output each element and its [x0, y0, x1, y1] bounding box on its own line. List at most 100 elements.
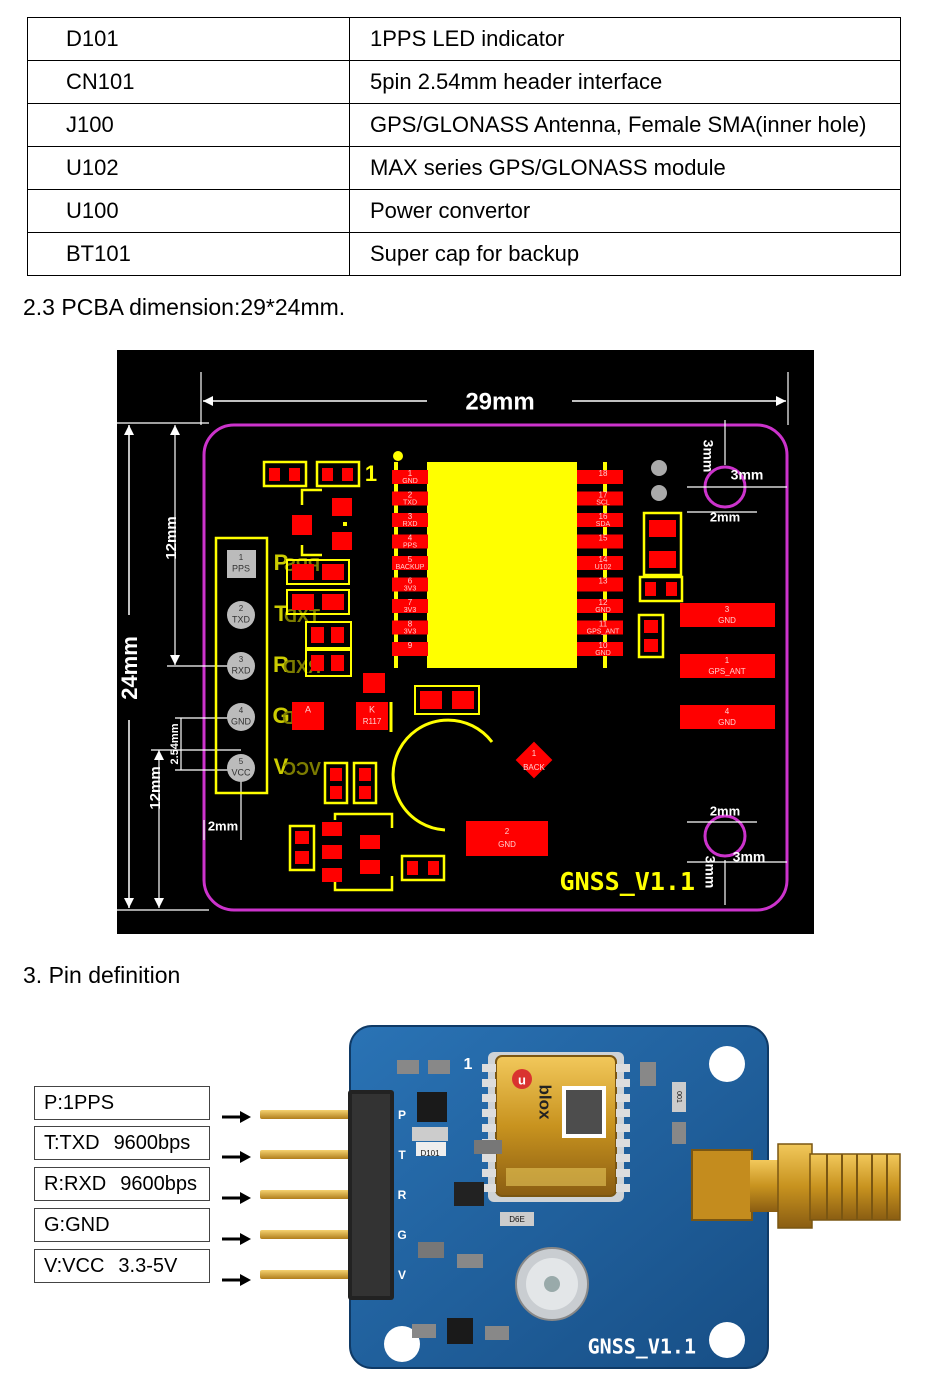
component-desc: 1PPS LED indicator [349, 17, 901, 61]
module-pad-number: 17 [599, 491, 608, 500]
lower-half-label: 12mm [147, 766, 164, 809]
photo-pin-letter: V [398, 1268, 406, 1282]
module-castellation [616, 1184, 630, 1192]
module-pad-number: 15 [599, 534, 608, 543]
module-pad-name: SCL [596, 499, 610, 506]
arrow-right-icon [222, 1274, 251, 1286]
battery-pad-number: 1 [532, 749, 537, 758]
header-pin-name: PPS [232, 563, 250, 573]
pin-label-name: V:VCC [44, 1255, 105, 1277]
battery-pad [466, 821, 548, 856]
ublox-logo: u [518, 1072, 526, 1087]
battery-pad-number: 2 [505, 827, 510, 836]
module-pad-name: 3V3 [404, 628, 417, 635]
sma-pad-number: 4 [725, 707, 730, 716]
module-castellation [482, 1124, 496, 1132]
module-castellation [616, 1169, 630, 1177]
module-pad-name: TXD [403, 499, 417, 506]
bottom-hole-offset-x: 3mm [733, 849, 766, 865]
pin-label-box: P:1PPS [34, 1086, 210, 1120]
component-ref: U100 [27, 189, 350, 233]
module-castellation [482, 1184, 496, 1192]
module-pad [577, 620, 623, 635]
header-pad-round [227, 754, 255, 782]
pin-label-name: T:TXD [44, 1132, 100, 1154]
arrow-right-icon [222, 1111, 251, 1123]
module-pad-number: 10 [599, 641, 608, 650]
module-castellation [482, 1079, 496, 1087]
pin-definition-heading: 3. Pin definition [23, 962, 181, 988]
header-outline [214, 536, 269, 795]
photo-pin-letter: R [398, 1188, 407, 1202]
sma-pad-name: GPS_ANT [708, 667, 745, 676]
top-hole-offset-y: 3mm [700, 440, 716, 473]
pin-label-rate: 9600bps [113, 1132, 191, 1154]
module-pad [392, 577, 428, 592]
header-offset-label: 2mm [208, 818, 238, 833]
module-pad [577, 534, 623, 549]
header-pin-letter: G [272, 703, 289, 728]
module-pad-name: GND [595, 607, 611, 614]
top-hole-width: 2mm [710, 509, 740, 524]
header-pin-name: GND [231, 716, 252, 726]
module-pad-number: 4 [408, 534, 413, 543]
header-pad-round [227, 601, 255, 629]
module-pad-name: U102 [595, 564, 612, 571]
module-pad [577, 642, 623, 656]
module-pad [392, 642, 428, 656]
module-pad [392, 534, 428, 549]
module-pad-name: SDA [596, 521, 611, 528]
pin-label-rate: 9600bps [120, 1173, 197, 1195]
led-pad-label: A [305, 704, 311, 714]
pitch-label: 2.54mm [169, 723, 181, 764]
header-pad-square [227, 550, 256, 578]
photo-pin-letter: P [398, 1108, 406, 1122]
header-pad-round [227, 703, 255, 731]
component-desc: MAX series GPS/GLONASS module [349, 146, 901, 190]
header-pin-letter: T [274, 601, 288, 626]
header-pin-letter: P [274, 550, 289, 575]
module-pad [577, 556, 623, 570]
photo-board-name: GNSS_V1.1 [588, 1335, 696, 1359]
header-pin-name: RXD [231, 665, 251, 675]
header-pin-number: 2 [239, 604, 244, 613]
component-desc: Super cap for backup [349, 232, 901, 276]
module-pad-number: 2 [408, 491, 413, 500]
pcb-board-name: GNSS_V1.1 [560, 867, 695, 896]
led-pad [292, 702, 324, 730]
component-desc: GPS/GLONASS Antenna, Female SMA(inner ho… [349, 103, 901, 147]
pin-label-rate: 3.3-5V [118, 1255, 178, 1277]
photo-pin-letter: T [398, 1148, 406, 1162]
module-castellation [482, 1154, 496, 1162]
module-pad [392, 556, 428, 570]
battery-pad-name: GND [498, 840, 516, 849]
pin-label-name: P:1PPS [44, 1092, 115, 1114]
module-pad [392, 620, 428, 635]
sma-pad [680, 654, 775, 678]
led-pad-label: K [369, 704, 375, 714]
module-pad-name: PPS [403, 542, 417, 549]
bottom-hole-width: 2mm [710, 803, 740, 818]
upper-half-label: 12mm [163, 516, 180, 559]
header-pin-number: 3 [239, 655, 244, 664]
module-pad [392, 599, 428, 613]
module-castellation [482, 1169, 496, 1177]
module-pad [577, 513, 623, 527]
silk-d101: D101 [420, 1149, 440, 1158]
module-pad [577, 577, 623, 592]
led-pad-name: R117 [363, 717, 382, 726]
header-pin-number: 1 [239, 553, 244, 562]
module-castellation [616, 1139, 630, 1147]
module-pad-number: 18 [599, 469, 608, 478]
module-pad-number: 6 [408, 577, 413, 586]
module-pad-name: 3V3 [404, 607, 417, 614]
pin-label-box: T:TXD 9600bps [34, 1126, 210, 1160]
module-pad-number: 13 [599, 577, 608, 586]
module-pad-number: 3 [408, 512, 413, 521]
sma-pad [680, 603, 775, 627]
